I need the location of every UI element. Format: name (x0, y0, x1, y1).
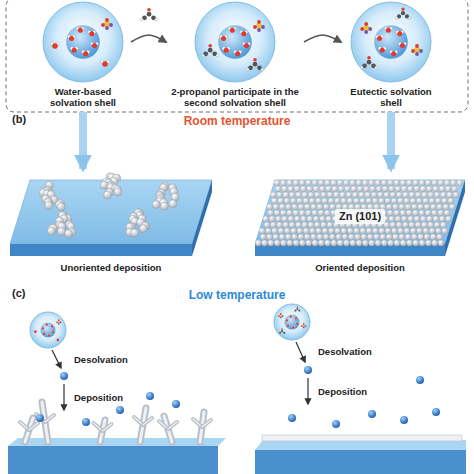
node-caption: Unoriented deposition (10, 263, 212, 274)
node-caption: 2-propanol participate in the second sol… (168, 87, 302, 109)
panel-letter: (c) (12, 287, 25, 299)
solvation-shell (195, 2, 275, 82)
flat-deposition (255, 366, 466, 474)
process-arrow (307, 378, 308, 404)
panel-letter: (b) (12, 113, 26, 125)
condition-title: Low temperature (189, 288, 286, 302)
solvation-shell-node: Water-based solvation shell (37, 0, 129, 109)
step-label: Desolvation (74, 354, 128, 365)
process-arrow (52, 350, 61, 368)
surface-label: Zn (101) (335, 209, 385, 224)
transition-arrow (304, 35, 341, 42)
substrate-node: Unoriented deposition (10, 172, 212, 274)
process-arrow (387, 112, 395, 169)
substrate-node: Zn (101) Oriented deposition (255, 172, 465, 274)
zn-substrate (255, 180, 465, 256)
step-label: Deposition (318, 386, 367, 397)
solvation-shell (351, 2, 431, 82)
solvation-shell (30, 312, 66, 348)
transition-arrow (131, 35, 166, 42)
solvation-shell-node: Eutectic solvation shell (343, 0, 439, 109)
process-arrow (63, 384, 64, 410)
propanol-molecule (140, 8, 157, 21)
dendrite-growth (8, 372, 226, 474)
step-label: Desolvation (318, 346, 372, 357)
step-label: Deposition (74, 392, 123, 403)
solvation-shell (274, 304, 310, 340)
zn-substrate (10, 173, 212, 256)
node-caption: Eutectic solvation shell (343, 87, 439, 109)
condition-title: Room temperature (184, 114, 291, 128)
node-caption: Oriented deposition (255, 263, 465, 274)
process-arrow (79, 112, 87, 169)
solvation-shell (43, 2, 123, 82)
process-arrow (296, 342, 305, 362)
solvation-shell-node: 2-propanol participate in the second sol… (168, 0, 302, 109)
node-caption: Water-based solvation shell (37, 87, 129, 109)
